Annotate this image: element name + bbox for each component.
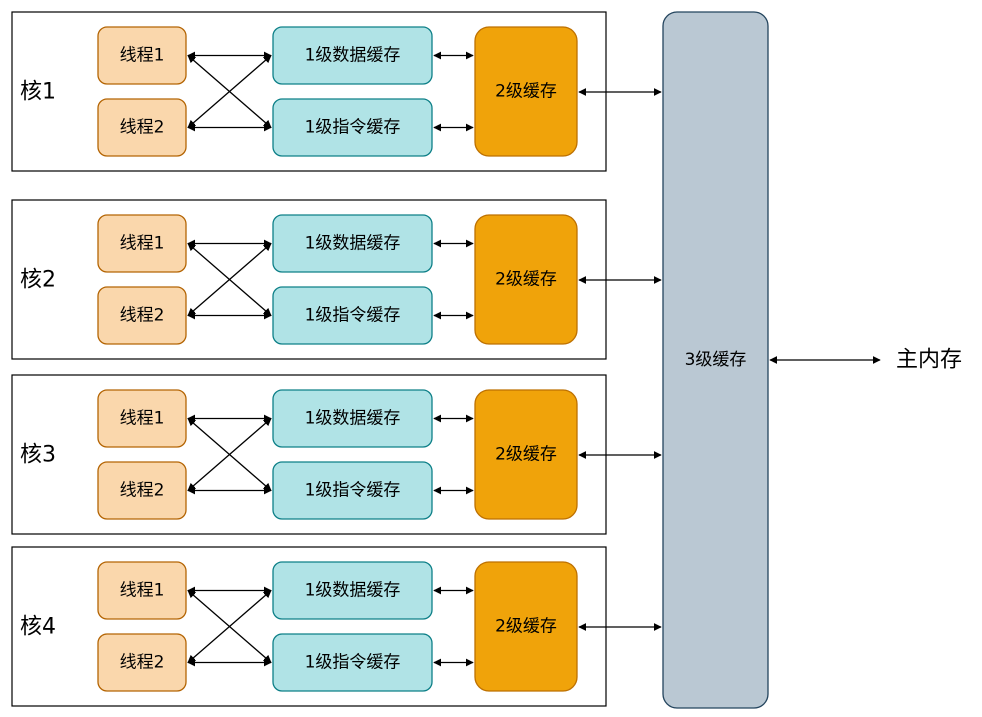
l1-instruction-cache-label: 1级指令缓存	[305, 306, 401, 326]
thread-2-box	[97, 461, 187, 520]
thread-1-label: 线程1	[120, 234, 165, 254]
l1-instruction-cache-box	[272, 633, 433, 692]
l1-instruction-cache-label: 1级指令缓存	[305, 118, 401, 138]
thread-1-box	[97, 561, 187, 620]
thread-2-box	[97, 633, 187, 692]
thread-1-box	[97, 214, 187, 273]
l1-instruction-cache-box	[272, 286, 433, 345]
core-label: 核4	[20, 615, 56, 640]
thread-1-label: 线程1	[120, 46, 165, 66]
core-label: 核3	[20, 443, 56, 468]
thread-2-label: 线程2	[120, 653, 165, 673]
l1-data-cache-box	[272, 26, 433, 85]
thread-1-box	[97, 26, 187, 85]
core-2-group: 核2 线程1 线程2 1级数据缓存 1级指令缓存 2级缓存	[11, 199, 662, 360]
l1-data-cache-label: 1级数据缓存	[305, 581, 401, 601]
thread2-l1data-arrow	[187, 54, 272, 129]
core-4-group: 核4 线程1 线程2 1级数据缓存 1级指令缓存 2级缓存	[11, 546, 662, 707]
core-label: 核2	[20, 268, 56, 293]
l2-cache-box	[474, 389, 578, 520]
thread2-l1data-arrow	[187, 589, 272, 664]
l1-data-cache-box	[272, 214, 433, 273]
l1-data-cache-label: 1级数据缓存	[305, 409, 401, 429]
l3-cache-box	[662, 11, 769, 709]
l1-instruction-cache-label: 1级指令缓存	[305, 481, 401, 501]
thread-2-label: 线程2	[120, 306, 165, 326]
thread2-l1data-arrow	[187, 417, 272, 492]
l2-cache-box	[474, 561, 578, 692]
thread-1-label: 线程1	[120, 581, 165, 601]
thread-1-label: 线程1	[120, 409, 165, 429]
l1-data-cache-box	[272, 389, 433, 448]
thread-2-box	[97, 286, 187, 345]
l1-data-cache-label: 1级数据缓存	[305, 46, 401, 66]
l2-cache-box	[474, 26, 578, 157]
l1-instruction-cache-box	[272, 461, 433, 520]
core-label: 核1	[20, 80, 56, 105]
thread-2-box	[97, 98, 187, 157]
main-memory-label: 主内存	[896, 348, 962, 373]
l2-cache-label: 2级缓存	[495, 445, 557, 465]
l1-instruction-cache-box	[272, 98, 433, 157]
l2-cache-label: 2级缓存	[495, 270, 557, 290]
thread-1-box	[97, 389, 187, 448]
l2-cache-label: 2级缓存	[495, 617, 557, 637]
thread-2-label: 线程2	[120, 481, 165, 501]
l1-instruction-cache-label: 1级指令缓存	[305, 653, 401, 673]
core-1-group: 核1 线程1 线程2 1级数据缓存 1级指令缓存 2级缓存	[11, 11, 662, 172]
l2-cache-box	[474, 214, 578, 345]
l2-cache-label: 2级缓存	[495, 82, 557, 102]
core-3-group: 核3 线程1 线程2 1级数据缓存 1级指令缓存 2级缓存	[11, 374, 662, 535]
thread2-l1data-arrow	[187, 242, 272, 317]
l1-data-cache-box	[272, 561, 433, 620]
l3-cache-label: 3级缓存	[685, 350, 747, 370]
l1-data-cache-label: 1级数据缓存	[305, 234, 401, 254]
cores-layer: 核1线程1线程21级数据缓存1级指令缓存2级缓存核2线程1线程21级数据缓存1级…	[11, 11, 662, 707]
thread-2-label: 线程2	[120, 118, 165, 138]
